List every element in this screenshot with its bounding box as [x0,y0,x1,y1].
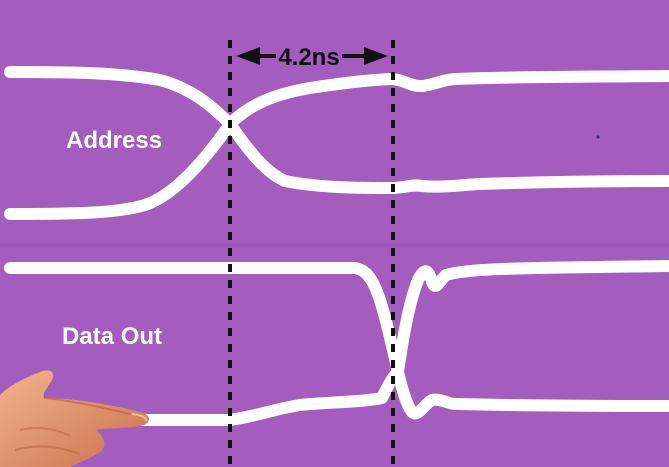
address-label: Address [66,127,162,154]
delay-label: 4.2ns [278,44,339,71]
screen-speck [597,136,600,139]
data-out-label: Data Out [62,323,162,350]
